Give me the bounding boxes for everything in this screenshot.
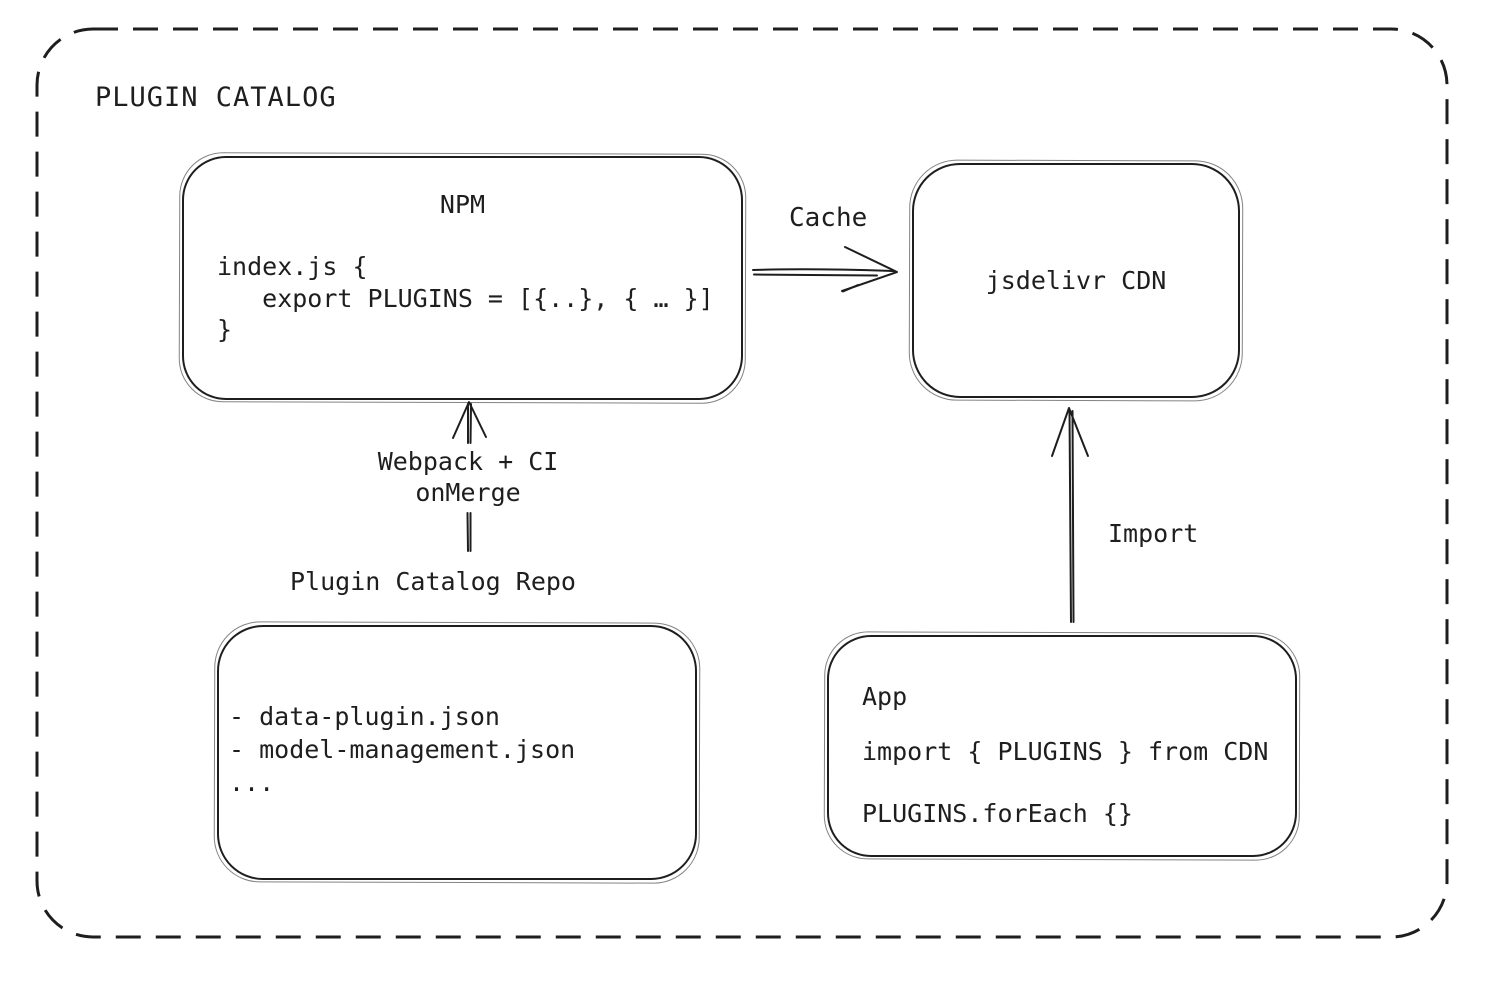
import-arrow: [1051, 407, 1089, 623]
app-node: App import { PLUGINS } from CDN PLUGINS.…: [827, 635, 1297, 857]
npm-code-line: export PLUGINS = [{..}, { … }]: [217, 283, 714, 313]
import-arrow-label: Import: [1108, 519, 1199, 548]
npm-code-line: index.js {: [217, 252, 368, 281]
build-arrow: [452, 401, 487, 552]
cache-arrow: [752, 246, 898, 293]
app-code-line: import { PLUGINS } from CDN: [862, 737, 1269, 766]
diagram-title: PLUGIN CATALOG: [95, 82, 337, 113]
build-arrow-label-line2: onMerge: [415, 478, 521, 507]
npm-node: NPM index.js { export PLUGINS = [{..}, {…: [182, 156, 743, 400]
app-code-line: PLUGINS.forEach {}: [862, 799, 1133, 828]
repo-file-item: - model-management.json: [229, 735, 576, 764]
npm-code-line: }: [217, 315, 233, 344]
plugin-catalog-frame: [35, 27, 1449, 939]
app-node-title: App: [862, 682, 908, 711]
build-arrow-label: Webpack + CI onMerge: [368, 446, 568, 508]
repo-file-item: ...: [229, 768, 275, 797]
build-arrow-label-line1: Webpack + CI: [377, 447, 559, 476]
repo-file-item: - data-plugin.json: [229, 702, 500, 731]
cdn-node: jsdelivr CDN: [912, 163, 1240, 398]
npm-node-title: NPM: [439, 190, 486, 219]
repo-node-title: Plugin Catalog Repo: [290, 567, 576, 596]
repo-node: - data-plugin.json - model-management.js…: [217, 625, 697, 880]
cache-arrow-label: Cache: [789, 203, 868, 233]
cdn-node-label: jsdelivr CDN: [985, 266, 1167, 295]
